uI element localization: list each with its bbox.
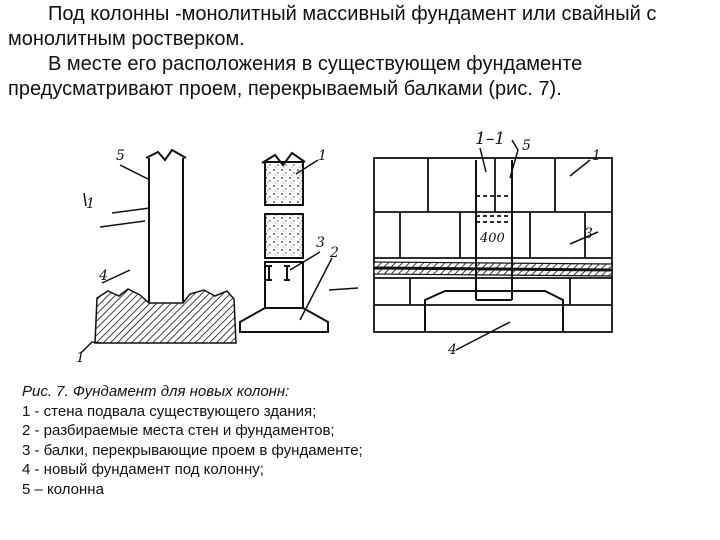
- caption-item: 4 - новый фундамент под колонну;: [22, 461, 264, 478]
- callout-right-3: 3: [584, 226, 593, 242]
- callout-mid-2: 2: [329, 245, 339, 261]
- right-drawing: [373, 139, 613, 351]
- callout-mid-1: 1: [318, 148, 327, 164]
- callout-right-5: 5: [522, 138, 531, 154]
- new-foundation-hatch: [94, 288, 237, 344]
- new-column: [475, 160, 513, 300]
- caption-item: 3 - балки, перекрывающие проем в фундаме…: [22, 441, 363, 459]
- callout-left-1: 1: [86, 196, 95, 212]
- paragraph-2: В месте его расположения в существующем …: [8, 53, 583, 100]
- paragraph-1: Под колонны -монолитный массивный фундам…: [8, 3, 657, 50]
- section-label: 1–1: [475, 129, 505, 149]
- callout-mid-3: 3: [316, 235, 325, 251]
- caption-item: 1 - стена подвала существующего здания;: [22, 402, 317, 420]
- callout-right-1: 1: [592, 148, 601, 164]
- caption-item: 2 - разбираемые места стен и фундаментов…: [22, 422, 335, 439]
- callout-left-1-bottom: 1: [76, 350, 85, 366]
- callout-left-5: 5: [116, 148, 125, 164]
- middle-drawing: [239, 151, 359, 333]
- dimension-label: 400: [479, 231, 505, 246]
- figure-caption: Рис. 7. Фундамент для новых колонн: 1 - …: [22, 382, 712, 499]
- left-drawing: [81, 148, 237, 353]
- foundation-figure: 5 1 4 1 1 3 2 1–1 5 1 3 400 4: [76, 129, 613, 366]
- caption-item: 5 – колонна: [22, 480, 104, 498]
- callout-left-4: 4: [98, 268, 108, 284]
- caption-title: Рис. 7. Фундамент для новых колонн:: [22, 383, 290, 400]
- new-footing: [424, 290, 564, 332]
- callout-right-4: 4: [447, 342, 457, 358]
